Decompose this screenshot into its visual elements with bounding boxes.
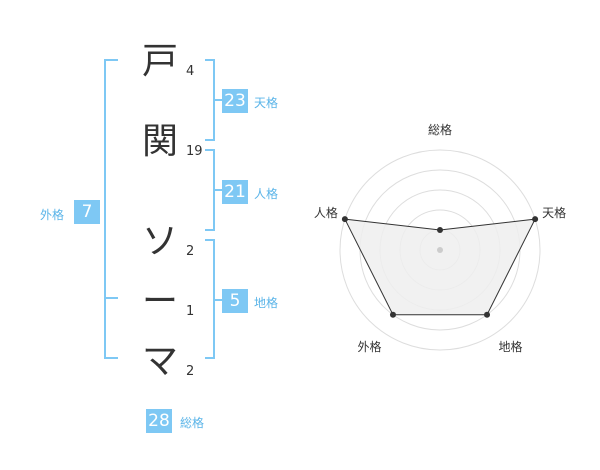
radar-grid-ring — [339, 149, 541, 351]
stroke-count-5: 2 — [186, 364, 195, 379]
chikaku-label: 地格 — [254, 296, 279, 310]
name-char-3: ソ — [141, 221, 178, 262]
radar-axis-label: 外格 — [357, 339, 381, 354]
radar-points — [341, 216, 539, 318]
radar-point — [341, 216, 348, 223]
name-char-1: 戸 — [141, 41, 178, 82]
radar-axis-label: 天格 — [542, 205, 566, 220]
jinkaku-label: 人格 — [254, 187, 279, 201]
stroke-count-2: 19 — [186, 144, 203, 159]
radar-point — [532, 216, 539, 223]
name-char-5: マ — [141, 341, 178, 382]
gaikaku-value: 7 — [74, 200, 100, 224]
radar-area — [344, 218, 536, 316]
stroke-count-3: 2 — [186, 244, 195, 259]
tenkaku-label: 天格 — [254, 96, 279, 110]
name-char-2: 関 — [141, 121, 178, 162]
name-char-4: ー — [141, 281, 178, 322]
radar-axis-label: 総格 — [428, 122, 452, 137]
tenkaku-value: 23 — [222, 89, 248, 113]
jinkaku-value: 21 — [222, 180, 248, 204]
radar-axis-label: 人格 — [314, 205, 338, 220]
radar-point — [389, 311, 396, 318]
soukaku-value: 28 — [146, 409, 172, 433]
soukaku-label: 総格 — [180, 416, 205, 430]
radar-center — [437, 247, 443, 253]
radar-point — [484, 311, 491, 318]
gaikaku-bracket — [104, 59, 118, 359]
radar-axis-label: 地格 — [499, 339, 523, 354]
chikaku-value: 5 — [222, 289, 248, 313]
stroke-count-1: 4 — [186, 64, 195, 79]
radar-point — [437, 227, 443, 233]
jinkaku-bracket — [205, 149, 215, 231]
gaikaku-label: 外格 — [40, 208, 65, 222]
stroke-count-4: 1 — [186, 304, 195, 319]
